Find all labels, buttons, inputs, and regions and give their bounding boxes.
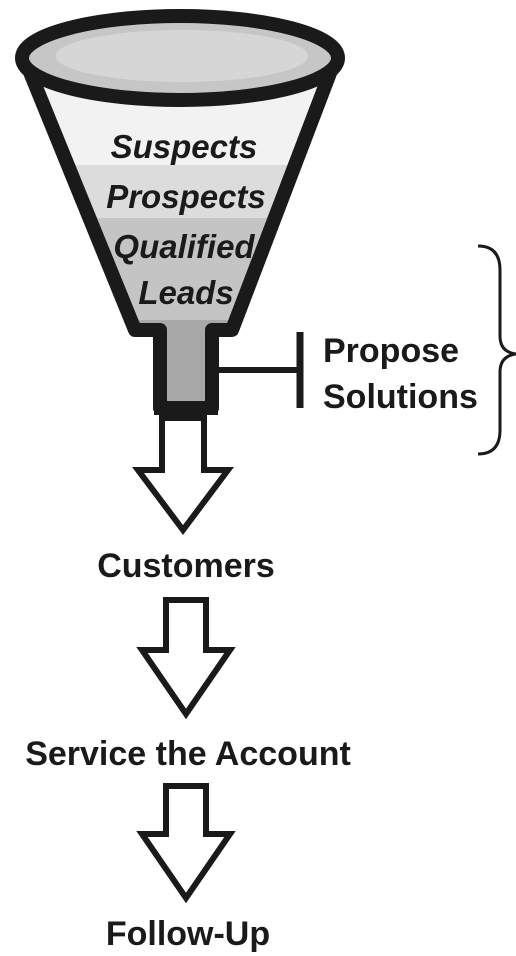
step-service-account-label: Service the Account [25,735,351,773]
stage-prospects-label: Prospects [106,178,266,215]
arrow-down-icon [132,415,234,535]
callout-solutions-label: Solutions [323,378,478,416]
right-curly-brace [477,244,516,456]
step-follow-up-label: Follow-Up [106,915,270,953]
step-customers-label: Customers [97,547,275,585]
stage-qualified-label: Qualified [113,228,255,265]
stage-suspects-label: Suspects [111,128,258,165]
funnel-rim-highlight [56,30,308,82]
arrow-down-icon [136,783,236,904]
callout-propose-label: Propose [323,332,459,370]
arrow-down-icon [136,597,236,720]
stage-leads-label: Leads [138,274,233,311]
